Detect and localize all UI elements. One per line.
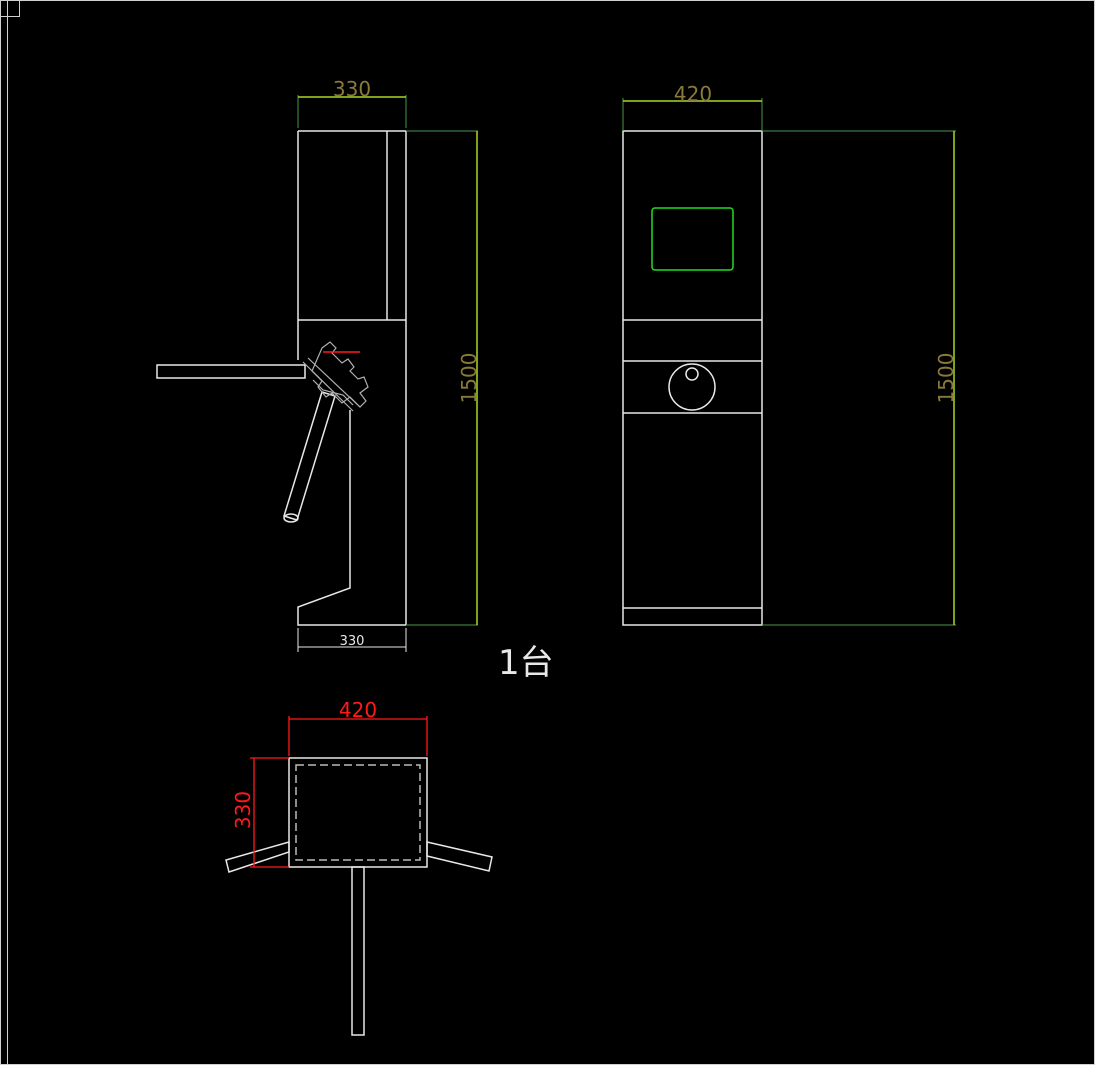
- top-width-label: 420: [339, 698, 377, 722]
- side-width-bottom-label: 330: [340, 634, 365, 649]
- arm-down: [351, 866, 365, 1036]
- card-reader: [668, 363, 716, 411]
- front-dimensions: [622, 98, 956, 626]
- side-height-label: 1500: [457, 353, 481, 404]
- display-frame: [651, 207, 734, 271]
- arm-angled: [283, 391, 336, 521]
- top-depth-label: 330: [231, 791, 255, 829]
- arm-left: [225, 841, 290, 873]
- quantity-note: 1台: [498, 643, 554, 683]
- top-dimensions: [250, 716, 428, 868]
- front-view: [622, 130, 763, 626]
- arm-right: [426, 841, 493, 872]
- front-height-label: 1500: [934, 353, 958, 404]
- top-view: [225, 757, 493, 1036]
- side-width-top-label: 330: [333, 77, 371, 101]
- side-view: [156, 130, 407, 626]
- front-width-label: 420: [674, 82, 712, 106]
- arm-horizontal: [156, 364, 306, 379]
- side-dimensions: [297, 95, 478, 652]
- rotor-mechanism: [302, 341, 369, 412]
